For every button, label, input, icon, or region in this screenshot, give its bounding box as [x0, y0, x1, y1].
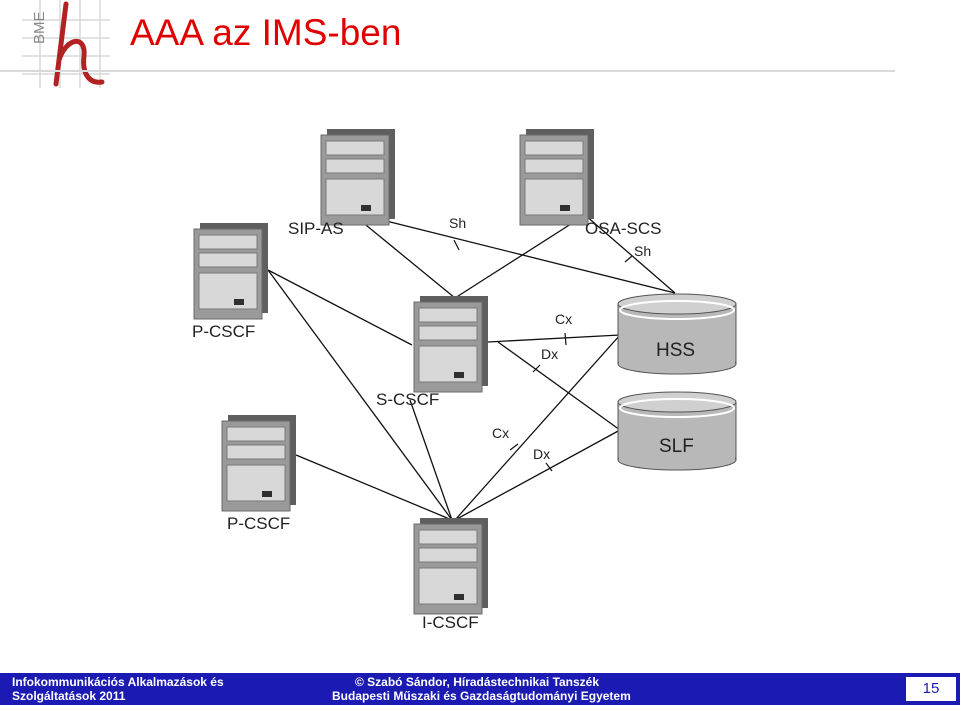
- label-cx-i-cscf: Cx: [492, 425, 509, 441]
- link-scscf-slf-dx: [497, 341, 621, 431]
- link-pcscf2-icscf: [295, 454, 453, 521]
- link-pcscf1-icscf: [267, 269, 453, 521]
- link-pcscf1-scscf: [267, 269, 413, 346]
- svg-text:BME: BME: [31, 11, 48, 44]
- header-rule: [0, 70, 895, 72]
- link-sipas-hss: [349, 211, 676, 294]
- link-sipas-scscf: [349, 211, 456, 299]
- link-icscf-slf-dx: [454, 429, 621, 521]
- footer-course-line2: Szolgáltatások 2011: [12, 689, 126, 703]
- footer-bar: Infokommunikációs Alkalmazások és Szolgá…: [0, 673, 960, 705]
- link-osascs-hss: [584, 214, 676, 294]
- page-number: 15: [906, 677, 956, 701]
- interface-ticks: [453, 239, 633, 472]
- label-sh-sip-as: Sh: [449, 215, 466, 231]
- connection-lines: [267, 211, 676, 521]
- link-scscf-hss-cx: [487, 334, 621, 343]
- label-s-cscf: S-CSCF: [376, 390, 439, 409]
- label-cx-s-cscf: Cx: [555, 311, 572, 327]
- server-icon-i-cscf: [413, 517, 489, 615]
- label-sh-osa-scs: Sh: [634, 243, 651, 259]
- slide-title: AAA az IMS-ben: [130, 12, 402, 53]
- label-dx-s-cscf: Dx: [541, 346, 558, 362]
- label-hss: HSS: [656, 340, 695, 361]
- server-icon-p-cscf-2: [221, 414, 297, 512]
- link-osascs-scscf: [454, 214, 586, 299]
- server-icon-p-cscf-1: [193, 222, 269, 320]
- label-dx-i-cscf: Dx: [533, 446, 550, 462]
- server-icon-s-cscf: [413, 295, 489, 393]
- footer-copyright: © Szabó Sándor, Híradástechnikai Tanszék: [355, 675, 600, 689]
- label-slf: SLF: [659, 436, 694, 457]
- server-icon-osa-scs: [519, 128, 595, 226]
- label-osa-scs: OSA-SCS: [585, 219, 662, 238]
- label-sip-as: SIP-AS: [288, 219, 344, 238]
- link-icscf-hss-cx: [454, 334, 621, 521]
- ims-aaa-diagram: SIP-AS OSA-SCS P-CSCF S-CSCF P-CSCF I-CS…: [192, 128, 737, 632]
- server-icon-sip-as: [320, 128, 396, 226]
- footer-university: Budapesti Műszaki és Gazdaságtudományi E…: [332, 689, 631, 703]
- label-p-cscf-1: P-CSCF: [192, 322, 255, 341]
- footer-course-line1: Infokommunikációs Alkalmazások és: [12, 675, 224, 689]
- label-p-cscf-2: P-CSCF: [227, 514, 290, 533]
- label-i-cscf: I-CSCF: [422, 613, 479, 632]
- link-scscf-icscf: [409, 399, 453, 521]
- database-icon-hss: [617, 293, 737, 375]
- database-icon-slf: [617, 391, 737, 471]
